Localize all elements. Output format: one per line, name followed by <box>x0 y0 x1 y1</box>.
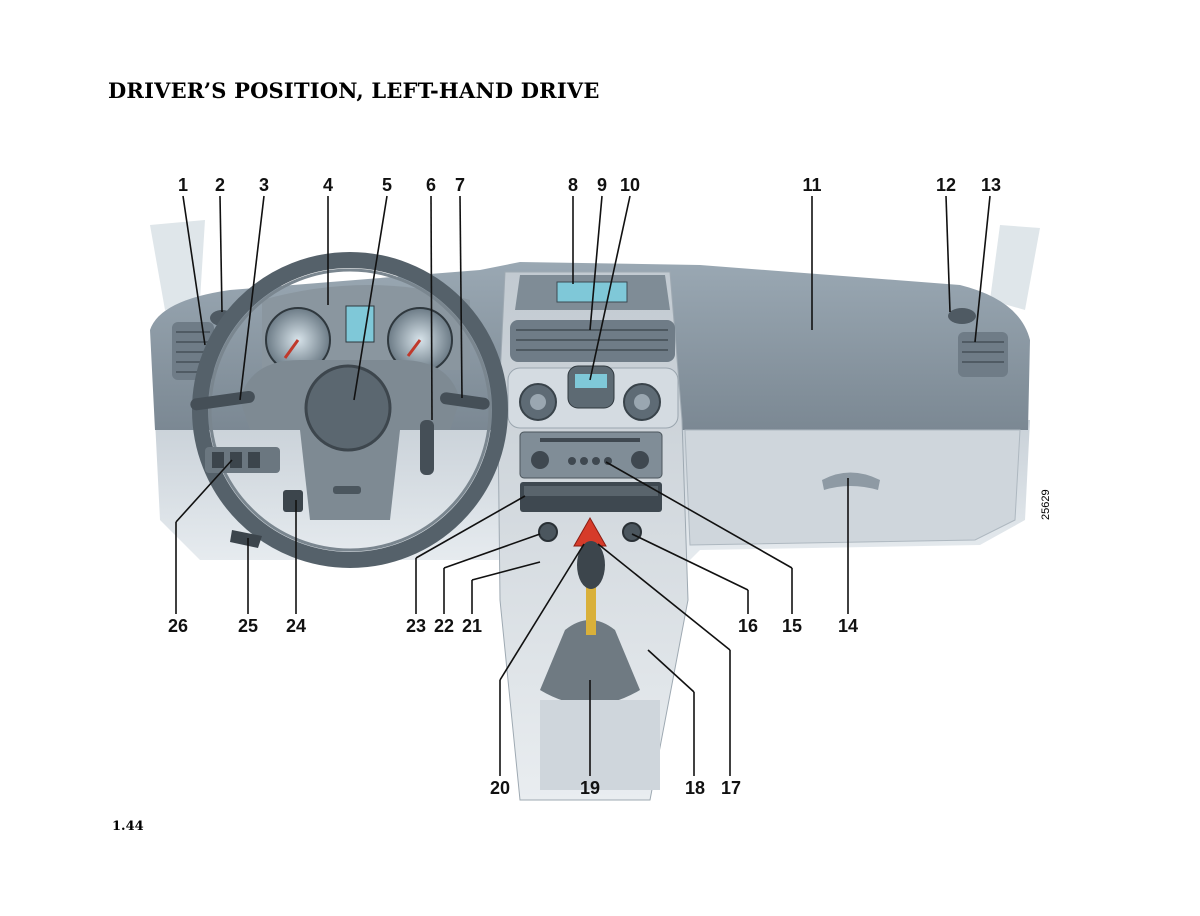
leader-2 <box>219 195 223 313</box>
callout-11: 11 <box>802 175 821 195</box>
right-side-vent <box>958 332 1008 377</box>
callout-4: 4 <box>323 175 333 195</box>
gear-shaft <box>586 580 596 635</box>
page-number: 1.44 <box>112 819 144 834</box>
callout-24: 24 <box>286 616 306 636</box>
callout-21: 21 <box>462 616 482 636</box>
callout-25: 25 <box>238 616 258 636</box>
callout-26: 26 <box>168 616 188 636</box>
leader-12 <box>945 195 951 313</box>
cluster-display <box>345 305 375 343</box>
radio-left-knob <box>531 451 549 469</box>
a-pillars <box>150 220 1040 310</box>
left-switch <box>538 522 558 542</box>
callout-22: 22 <box>434 616 454 636</box>
wiper-stalk <box>440 392 490 410</box>
cruise-stalk <box>420 420 434 475</box>
leader-9 <box>589 195 603 331</box>
leader-5 <box>353 195 388 401</box>
callout-20: 20 <box>490 778 510 798</box>
leader-13 <box>974 195 991 343</box>
right-demister-vent <box>948 308 976 324</box>
callout-9: 9 <box>597 175 607 195</box>
callout-14: 14 <box>838 616 858 636</box>
leader-6 <box>430 195 433 421</box>
callout-17: 17 <box>721 778 741 798</box>
steering-adjust-lever <box>283 490 303 512</box>
callout-8: 8 <box>568 175 578 195</box>
center-console <box>497 271 689 801</box>
callout-5: 5 <box>382 175 392 195</box>
leader-3 <box>239 195 265 401</box>
callout-1: 1 <box>178 175 188 195</box>
figure-code: 25629 <box>1040 489 1052 520</box>
steering-airbag <box>304 364 392 452</box>
callout-2: 2 <box>215 175 225 195</box>
glovebox <box>684 429 1021 546</box>
callout-10: 10 <box>620 175 640 195</box>
gear-knob <box>577 541 605 589</box>
leader-7 <box>459 195 463 399</box>
callout-18: 18 <box>685 778 705 798</box>
lighting-stalk <box>190 390 255 411</box>
callout-16: 16 <box>738 616 758 636</box>
callout-3: 3 <box>259 175 269 195</box>
leader-1 <box>182 195 206 346</box>
gear-boot <box>540 620 640 705</box>
leader-10 <box>589 195 631 381</box>
callout-numbers: 1 2 3 4 5 6 7 8 9 10 11 12 13 26 25 24 2… <box>168 175 1001 798</box>
radio-right-knob <box>631 451 649 469</box>
steering-wheel <box>190 252 508 568</box>
callout-6: 6 <box>426 175 436 195</box>
radio-unit <box>519 431 663 479</box>
callout-13: 13 <box>981 175 1001 195</box>
callout-19: 19 <box>580 778 600 798</box>
callout-7: 7 <box>455 175 465 195</box>
horn-tab <box>333 486 361 494</box>
bonnet-release <box>230 530 262 548</box>
right-switch <box>622 522 642 542</box>
callout-15: 15 <box>782 616 802 636</box>
callout-23: 23 <box>406 616 426 636</box>
callout-lines <box>175 195 991 776</box>
callout-12: 12 <box>936 175 956 195</box>
glovebox-handle <box>822 472 880 490</box>
page-title: DRIVER’S POSITION, LEFT-HAND DRIVE <box>108 78 600 103</box>
